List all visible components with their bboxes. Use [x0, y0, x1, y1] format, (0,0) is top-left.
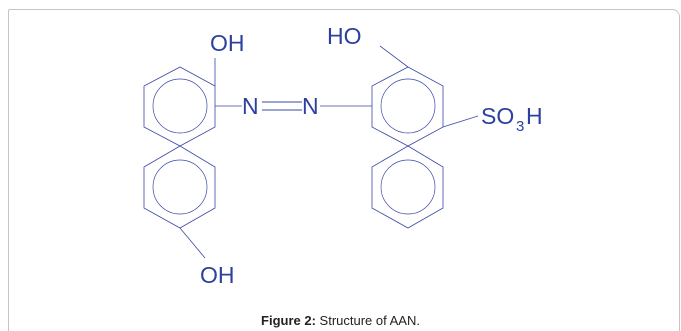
- bond-ho-top-right: [379, 45, 409, 68]
- label-so3h-subscript: 3: [516, 118, 524, 135]
- caption-text: Structure of AAN.: [315, 313, 420, 328]
- caption-label: Figure 2:: [261, 313, 316, 328]
- azo-double-bond: [262, 101, 302, 111]
- label-so3h: SO 3 H: [481, 103, 543, 135]
- label-ho-top-right: HO: [327, 23, 362, 49]
- left-naphthalene-lower-ring: [143, 145, 216, 229]
- bond-oh-bottom-left: [179, 227, 206, 259]
- right-naphthalene-lower-ring: [371, 145, 444, 229]
- label-so3h-main: SO: [481, 103, 514, 129]
- left-naphthalene-upper-ring: [143, 66, 216, 147]
- figure-frame: [8, 9, 680, 331]
- label-so3h-h: H: [526, 103, 543, 129]
- figure-caption: Figure 2: Structure of AAN.: [0, 313, 681, 328]
- label-n-right: N: [302, 93, 319, 119]
- right-naphthalene-upper-ring: [371, 66, 444, 147]
- label-oh-bottom-left: OH: [200, 262, 235, 288]
- bond-so3h: [442, 115, 479, 128]
- label-oh-top-left: OH: [210, 30, 245, 56]
- label-n-left: N: [242, 93, 259, 119]
